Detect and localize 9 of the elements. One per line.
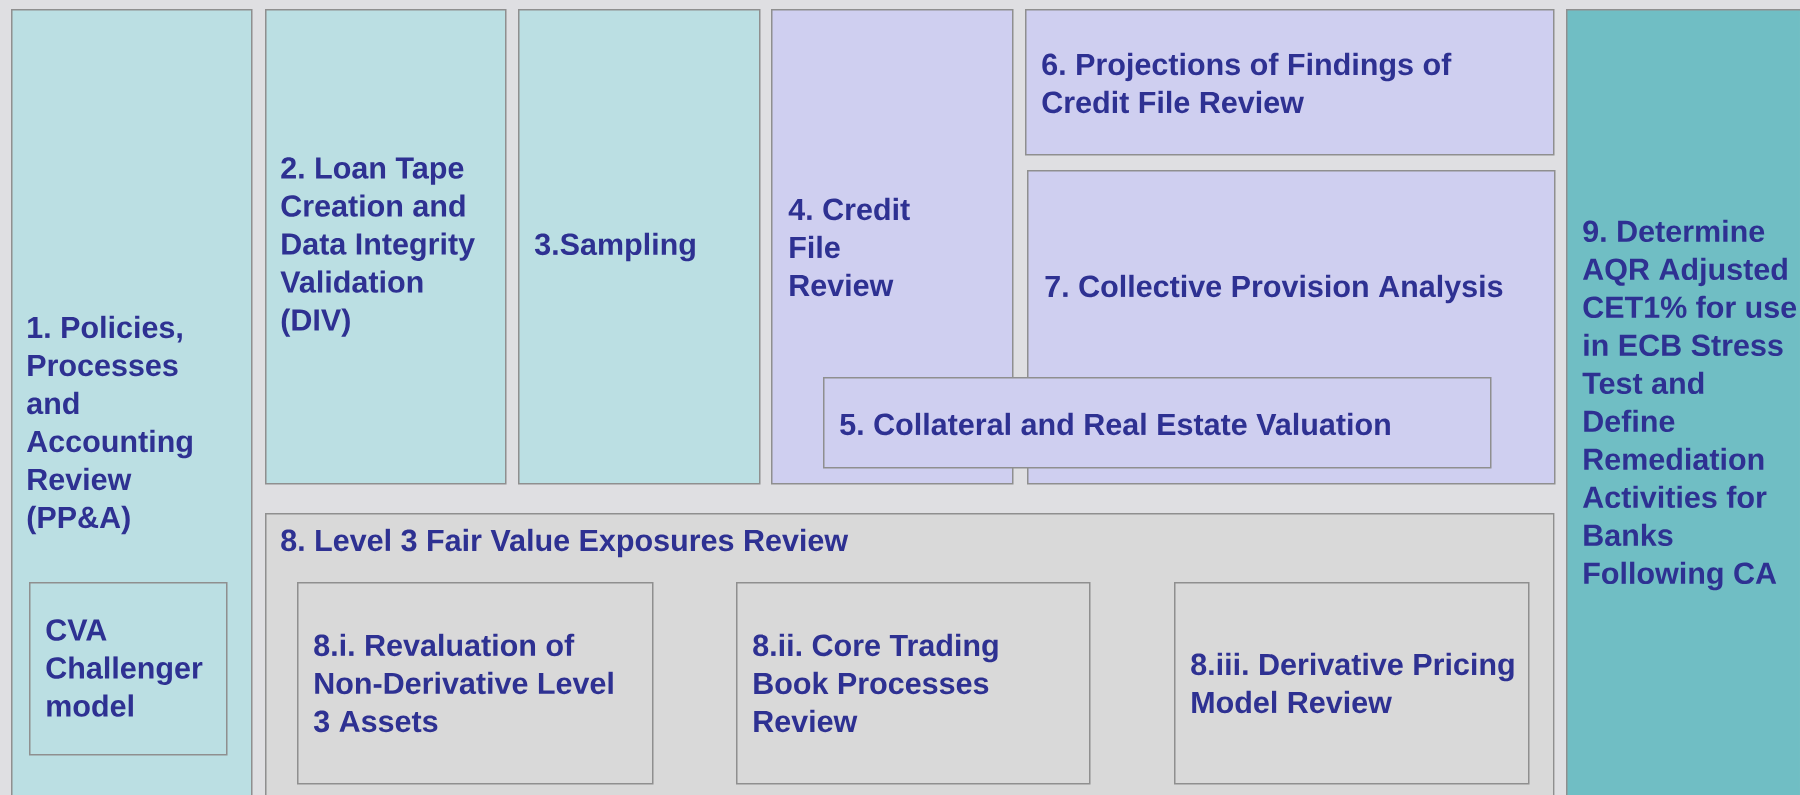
step-box: 6. Projections of Findings of Credit File Review <box>1025 9 1555 156</box>
sub-step-box: 8.ii. Core Trading Book Processes Review <box>736 582 1091 785</box>
sub-step-box: CVA Challenger model <box>29 582 228 756</box>
step-box: 3.Sampling <box>518 9 761 485</box>
sub-step-box: 8.iii. Derivative Pricing Model Review <box>1174 582 1530 785</box>
sub-step-box: 8.i. Revaluation of Non-Derivative Level 3 Assets <box>297 582 654 785</box>
step-box: 9. Determine AQR Adjusted CET1% for use in ECB Stress Test and Define Remediation Activities for Banks Following CA <box>1566 9 1800 795</box>
step-box: 5. Collateral and Real Estate Valuation <box>823 377 1492 469</box>
step-box: 2. Loan Tape Creation and Data Integrity Validation (DIV) <box>265 9 507 485</box>
